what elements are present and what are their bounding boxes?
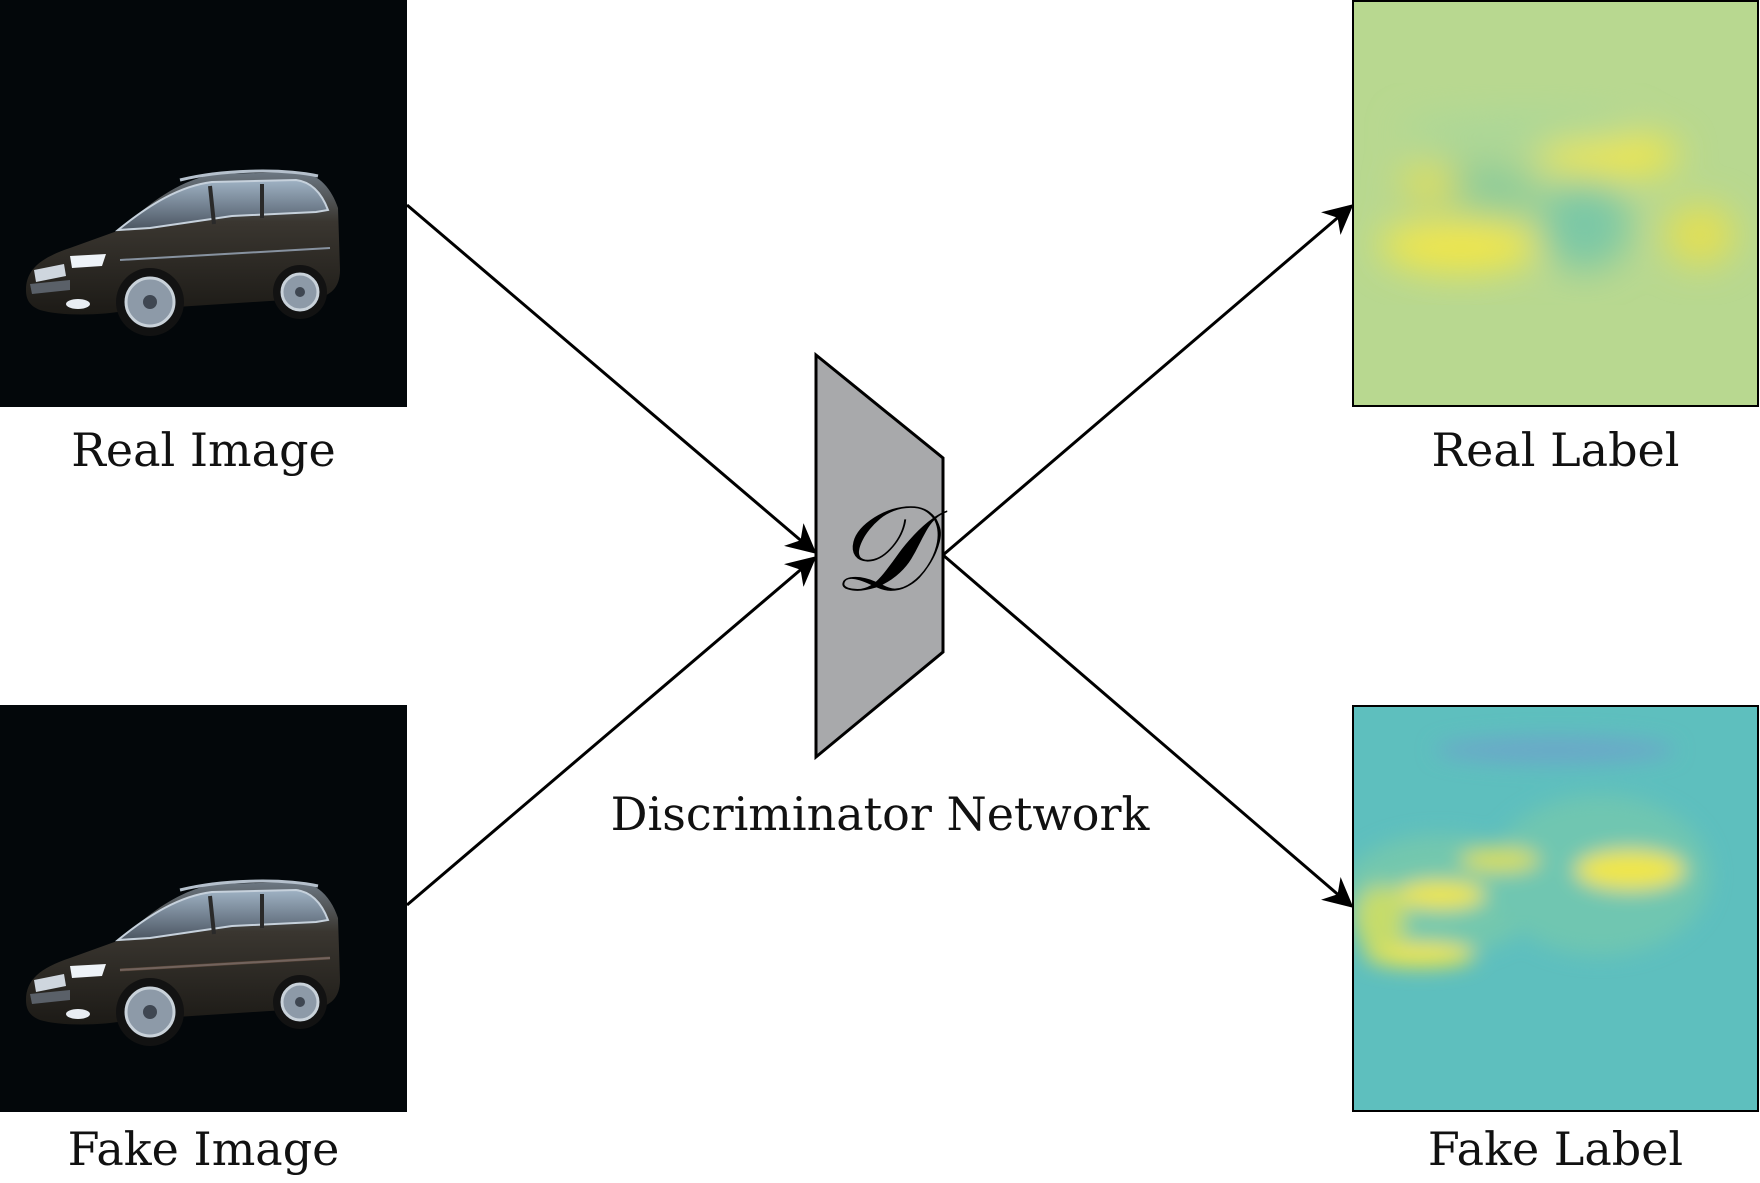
real-label-caption: Real Label — [1431, 423, 1680, 477]
real-image-panel — [0, 0, 407, 407]
arrows — [406, 203, 1354, 908]
real-label-heatmap — [1353, 1, 1758, 406]
fake-image-panel — [0, 705, 407, 1112]
arrow-fake-image-to-discriminator — [406, 556, 817, 907]
fake-label-caption: Fake Label — [1427, 1122, 1684, 1176]
arrow-real-image-to-discriminator — [406, 203, 817, 554]
fake-label-heatmap — [1353, 706, 1758, 1111]
arrow-discriminator-to-fake-label — [942, 553, 1354, 908]
discriminator-block: 𝒟 — [814, 351, 948, 761]
real-label-border — [1352, 0, 1759, 407]
real-image-caption: Real Image — [71, 423, 336, 477]
arrow-discriminator-to-real-label — [942, 204, 1354, 557]
discriminator-caption: Discriminator Network — [610, 787, 1150, 841]
fake-image-caption: Fake Image — [67, 1122, 340, 1176]
fake-label-border — [1352, 705, 1759, 1112]
fake-car-image — [24, 879, 342, 1048]
